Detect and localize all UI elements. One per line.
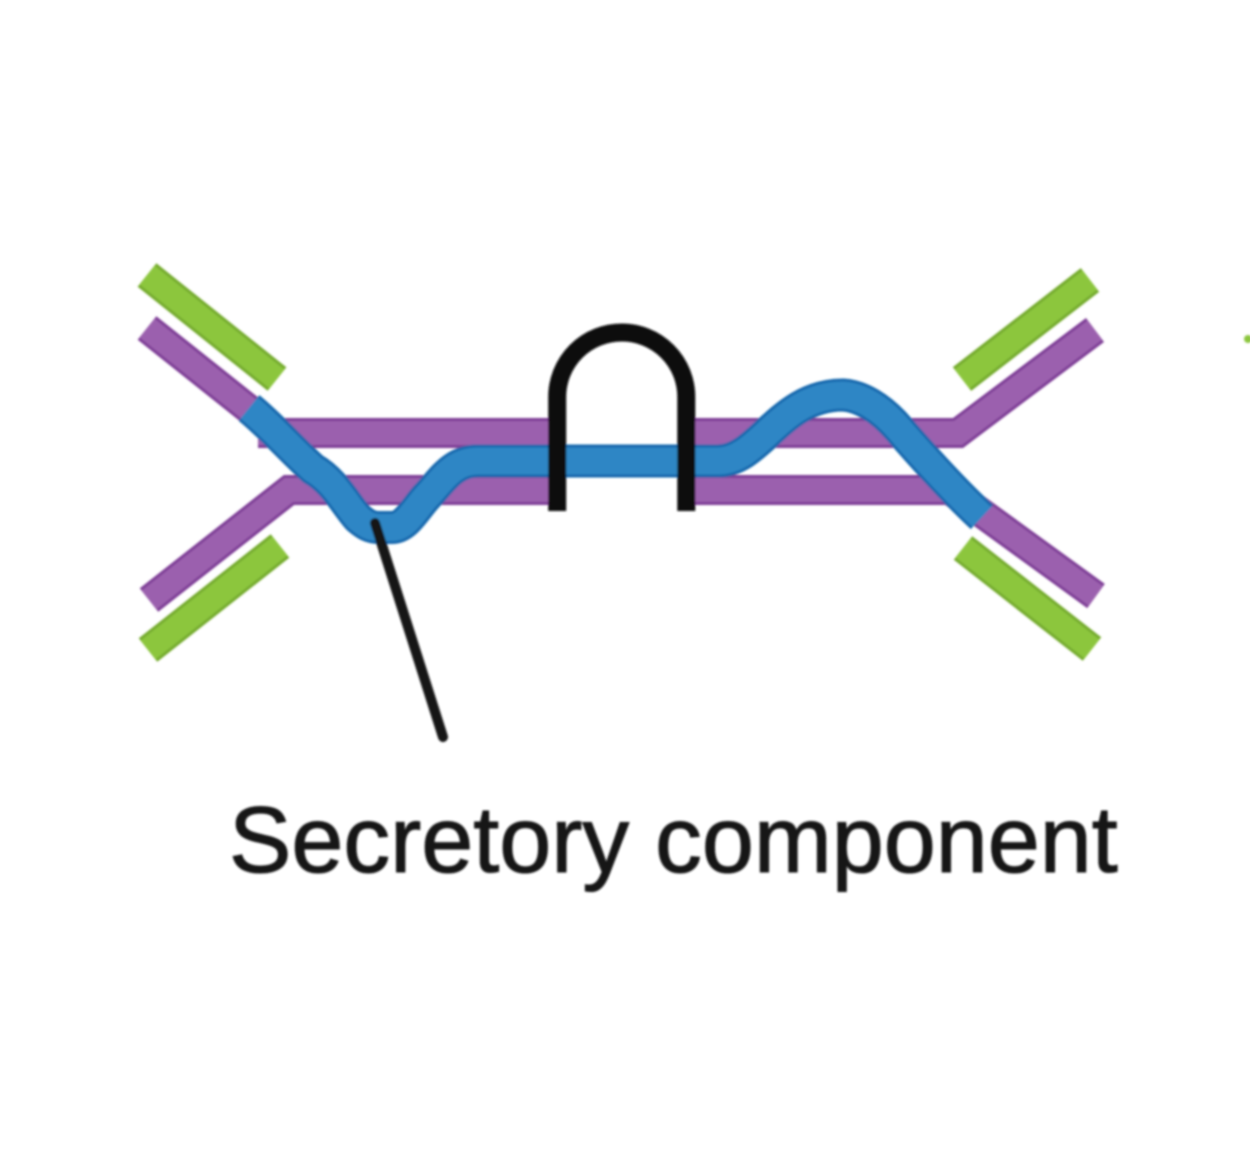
svg-text:Secretory component: Secretory component: [229, 787, 1118, 892]
